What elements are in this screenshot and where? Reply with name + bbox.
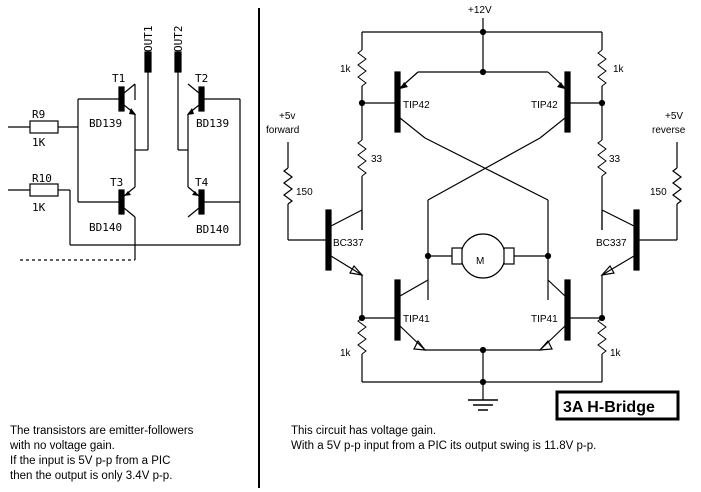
r10-value: 1K [32,201,46,214]
out1-label: OUT1 [142,26,155,53]
out1-terminal [144,51,152,73]
left-note-line: If the input is 5V p-p from a PIC [10,455,171,467]
t3-part: BD140 [89,221,122,234]
bc337-left-bar [325,209,332,271]
title-box [555,390,680,421]
left-note: The transistors are emitter-followers wi… [10,424,193,484]
r-top-right: 1k [613,64,625,75]
forward-input-line1: +5v [279,111,295,122]
r10-resistor [29,183,59,197]
out2-label: OUT2 [172,26,185,53]
t2-base-bar [198,86,205,112]
forward-input-line2: forward [266,125,299,136]
reverse-input-line2: reverse [652,125,686,136]
right-note-line: With a 5V p-p input from a PIC its outpu… [291,440,597,452]
tip42-left-label: TIP42 [403,100,430,111]
bc337-right-label: BC337 [596,238,627,249]
tip41-right-label: TIP41 [531,314,558,325]
t3-base-bar [118,189,125,215]
r-bottom-left: 1k [340,348,352,359]
r-mid-right: 33 [609,154,621,165]
r-bottom-right: 1k [610,348,622,359]
r-base-right: 150 [650,187,667,198]
out2-terminal [174,51,182,73]
right-circuit [283,18,682,421]
t1-label: T1 [112,72,125,85]
reverse-input-line1: +5V [665,111,683,122]
left-note-line: then the output is only 3.4V p-p. [10,470,173,482]
tip42-right-bar [564,71,571,133]
r-mid-left: 33 [371,154,383,165]
t4-base-bar [198,189,205,215]
diagram-title: 3A H-Bridge [563,399,655,416]
left-note-line: The transistors are emitter-followers [10,425,194,437]
left-note-line: with no voltage gain. [10,440,115,452]
bc337-right-bar [633,209,640,271]
r10-name: R10 [32,172,52,185]
t3-label: T3 [110,176,123,189]
t1-base-bar [118,86,125,112]
tip42-right-label: TIP42 [531,100,558,111]
tip41-left-label: TIP41 [403,314,430,325]
left-circuit [8,8,260,488]
t4-part: BD140 [196,223,229,236]
r-top-left: 1k [340,64,352,75]
r9-resistor [29,120,59,134]
tip42-left-bar [394,71,401,133]
tip41-left-bar [394,279,401,341]
r-base-left: 150 [296,187,313,198]
tip41-right-bar [564,279,571,341]
t2-part: BD139 [196,117,229,130]
right-note: This circuit has voltage gain. With a 5V… [291,424,596,454]
r9-value: 1K [32,136,46,149]
bc337-left-label: BC337 [333,238,364,249]
supply-label: +12V [468,5,492,16]
r9-name: R9 [32,108,45,121]
t4-label: T4 [195,176,209,189]
t2-label: T2 [195,72,208,85]
left-labels: T1 T2 T3 T4 BD139 BD139 BD140 BD140 OUT1… [32,26,229,237]
right-note-line: This circuit has voltage gain. [291,425,437,437]
right-labels: +12V 1k 1k 33 33 150 150 1k 1k TIP42 TIP… [266,5,686,416]
t1-part: BD139 [89,117,122,130]
motor-label: M [476,256,484,267]
